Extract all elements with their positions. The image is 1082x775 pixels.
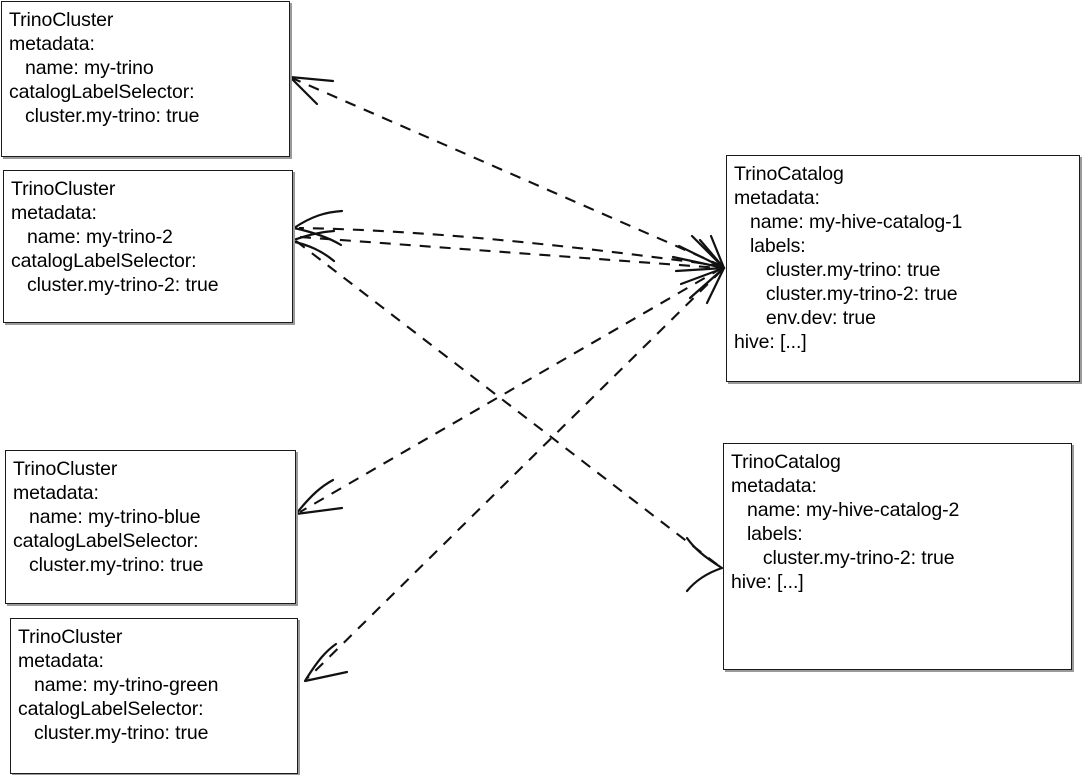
- node-line: cluster.my-trino-2: true: [11, 274, 219, 296]
- node-line: env.dev: true: [734, 307, 876, 329]
- arrowhead-my-trino: [288, 75, 335, 106]
- node-line: TrinoCatalog: [734, 163, 844, 185]
- node-line: catalogLabelSelector:: [18, 698, 204, 720]
- node-line: catalogLabelSelector:: [11, 250, 197, 272]
- node-line: TrinoCatalog: [731, 451, 841, 473]
- node-line: catalogLabelSelector:: [13, 530, 199, 552]
- edge-catalog1-to-my-trino-blue: [299, 267, 723, 513]
- node-line: TrinoCluster: [13, 458, 118, 480]
- edge-my-trino-2-to-catalog2: [295, 240, 720, 567]
- node-line: metadata:: [18, 650, 104, 672]
- node-line: cluster.my-trino: true: [18, 722, 209, 744]
- node-line: metadata:: [734, 187, 820, 209]
- node-line: metadata:: [11, 202, 97, 224]
- node-line: name: my-hive-catalog-2: [731, 499, 960, 521]
- node-line: cluster.my-trino-2: true: [734, 283, 958, 305]
- edge-catalog1-to-my-trino-green: [307, 269, 723, 679]
- node-line: cluster.my-trino: true: [9, 105, 200, 127]
- arrowhead-my-trino-2-lower: [289, 229, 336, 263]
- arrowhead-catalog2: [685, 536, 724, 593]
- node-line: name: my-trino-2: [11, 226, 173, 248]
- node-line: TrinoCluster: [11, 178, 116, 200]
- node-line: name: my-trino: [9, 57, 154, 79]
- arrowhead-my-trino-blue: [294, 478, 344, 516]
- node-line: metadata:: [731, 475, 817, 497]
- node-line: labels:: [731, 523, 803, 545]
- node-cluster-my-trino-green[interactable]: TrinoCluster metadata: name: my-trino-gr…: [10, 618, 298, 774]
- node-line: hive: [...]: [731, 571, 804, 593]
- node-line: metadata:: [13, 482, 99, 504]
- node-line: name: my-hive-catalog-1: [734, 211, 963, 233]
- node-cluster-my-trino[interactable]: TrinoCluster metadata: name: my-trino ca…: [1, 1, 290, 157]
- node-line: name: my-trino-blue: [13, 506, 201, 528]
- node-cluster-my-trino-blue[interactable]: TrinoCluster metadata: name: my-trino-bl…: [5, 450, 296, 604]
- node-catalog-my-hive-catalog-2[interactable]: TrinoCatalog metadata: name: my-hive-cat…: [723, 443, 1072, 670]
- node-line: labels:: [734, 235, 806, 257]
- edge-catalog1-to-my-trino-2: [298, 226, 723, 268]
- node-line: cluster.my-trino: true: [13, 554, 204, 576]
- node-line: name: my-trino-green: [18, 674, 219, 696]
- node-line: TrinoCluster: [9, 9, 114, 31]
- node-line: hive: [...]: [734, 331, 807, 353]
- node-cluster-my-trino-2[interactable]: TrinoCluster metadata: name: my-trino-2 …: [3, 170, 293, 323]
- arrowhead-my-trino-green: [303, 642, 349, 683]
- node-line: cluster.my-trino: true: [734, 259, 941, 281]
- edge-catalog1-to-my-trino: [291, 77, 723, 267]
- node-line: metadata:: [9, 33, 95, 55]
- edge-my-trino-2-to-catalog1: [299, 235, 721, 270]
- arrowhead-my-trino-2-upper: [292, 209, 344, 247]
- node-line: catalogLabelSelector:: [9, 81, 195, 103]
- node-line: TrinoCluster: [18, 626, 123, 648]
- node-catalog-my-hive-catalog-1[interactable]: TrinoCatalog metadata: name: my-hive-cat…: [726, 155, 1080, 382]
- arrowhead-cluster-catalog1-hub: [671, 234, 726, 305]
- node-line: cluster.my-trino-2: true: [731, 547, 955, 569]
